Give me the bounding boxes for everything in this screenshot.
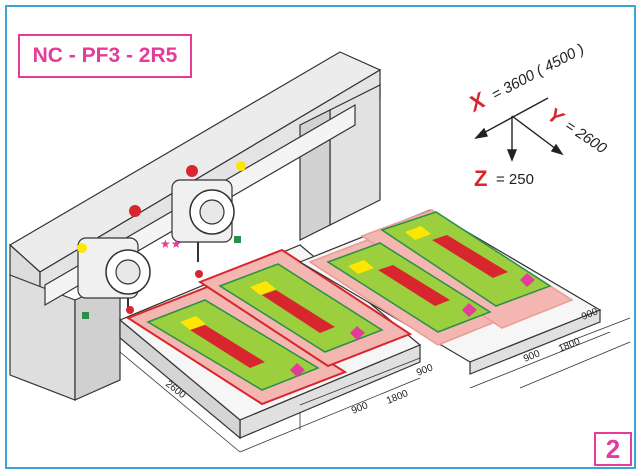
- dim-front-900: 900: [350, 400, 370, 417]
- page-number: 2: [594, 432, 632, 466]
- front-table: [118, 244, 422, 440]
- dim-right-900: 900: [415, 362, 435, 379]
- axis-indicator: [474, 97, 564, 162]
- axis-z-letter: Z: [474, 166, 487, 191]
- model-label: NC - PF3 - 2R5: [18, 34, 192, 78]
- dim-rear-1800: 1800: [557, 336, 582, 355]
- axis-y-value: = 2600: [562, 117, 610, 157]
- yellow-square: [348, 260, 374, 274]
- magenta-diamond: [290, 363, 305, 377]
- magenta-diamond: [462, 303, 477, 317]
- rear-table: [298, 209, 602, 375]
- yellow-square: [250, 281, 276, 295]
- axis-x-letter: X: [463, 87, 491, 118]
- spindle-head-right: ★★: [160, 161, 246, 278]
- spindle-head-left: [77, 205, 151, 319]
- magenta-diamond: [520, 273, 535, 287]
- yellow-square: [405, 226, 431, 240]
- svg-text:★★: ★★: [160, 237, 182, 251]
- yellow-square: [180, 316, 206, 330]
- magenta-diamond: [350, 326, 365, 340]
- diagram-frame: [5, 5, 636, 469]
- dimension-lines: [119, 317, 631, 453]
- axis-z-value: = 250: [496, 171, 534, 188]
- axis-x-value: = 3600 ( 4500 ): [489, 41, 587, 104]
